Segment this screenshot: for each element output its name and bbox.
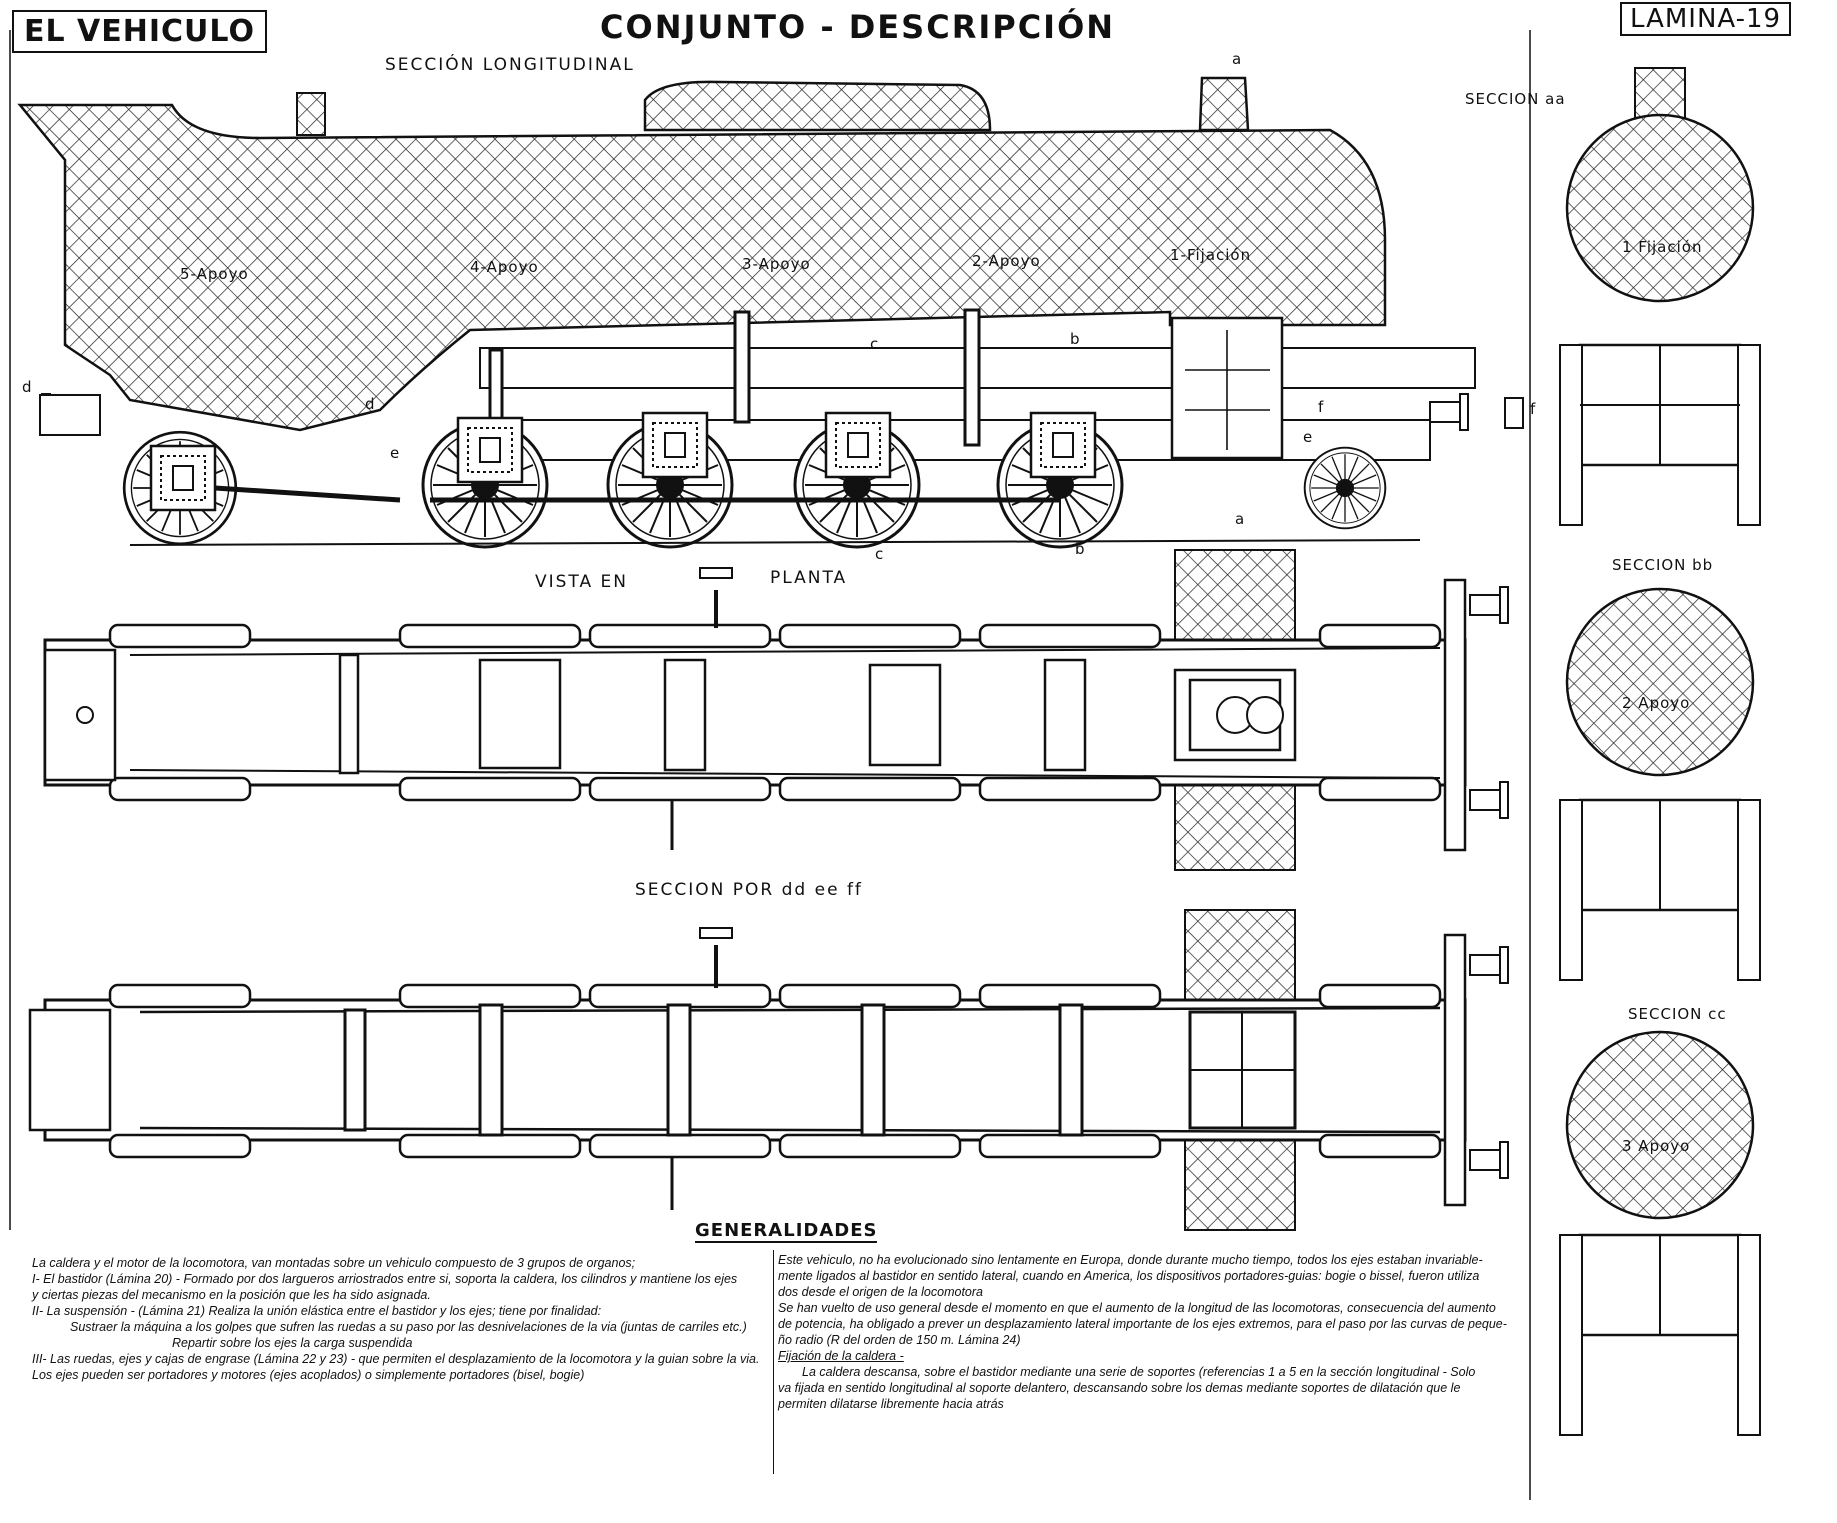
text-line: Este vehiculo, no ha evolucionado sino l… bbox=[778, 1253, 1483, 1267]
cut-mark-d-left: d bbox=[22, 378, 33, 396]
label-section-ddeeff: SECCION POR dd ee ff bbox=[635, 880, 863, 900]
label-section-aa: SECCION aa bbox=[1465, 90, 1566, 108]
sheet-title: EL VEHICULO bbox=[12, 10, 267, 53]
cut-mark-e: e bbox=[390, 444, 401, 462]
text-line: permiten dilatarse libremente hacia atrá… bbox=[778, 1397, 1004, 1411]
label-plan-a: VISTA EN bbox=[535, 572, 628, 592]
text-line: Repartir sobre los ejes la carga suspend… bbox=[172, 1336, 413, 1350]
cut-mark-c-top: c bbox=[870, 335, 880, 353]
cross-sections bbox=[1559, 67, 1761, 1436]
text-line: mente ligados al bastidor en sentido lat… bbox=[778, 1269, 1480, 1283]
cut-mark-a-bottom: a bbox=[1235, 510, 1246, 528]
text-line: III- Las ruedas, ejes y cajas de engrase… bbox=[32, 1352, 760, 1366]
cut-mark-b-top: b bbox=[1070, 330, 1081, 348]
section-bb-support-label: 2 Apoyo bbox=[1622, 694, 1691, 712]
support-1-label: 1-Fijación bbox=[1170, 246, 1252, 264]
longitudinal-section bbox=[17, 76, 1524, 549]
support-5-label: 5-Apoyo bbox=[180, 265, 249, 283]
support-2-label: 2-Apoyo bbox=[972, 252, 1041, 270]
generalidades-right-column: Este vehiculo, no ha evolucionado sino l… bbox=[778, 1252, 1507, 1412]
label-longitudinal: SECCIÓN LONGITUDINAL bbox=[385, 55, 635, 75]
text-line: Los ejes pueden ser portadores y motores… bbox=[32, 1368, 585, 1382]
support-3-label: 3-Apoyo bbox=[742, 255, 811, 273]
generalidades-left-column: La caldera y el motor de la locomotora, … bbox=[32, 1255, 759, 1383]
plate-number: LAMINA-19 bbox=[1620, 2, 1792, 36]
cut-mark-e-front: e bbox=[1303, 428, 1314, 446]
text-line: Sustraer la máquina a los golpes que suf… bbox=[70, 1320, 747, 1334]
cut-mark-f-right: f bbox=[1530, 400, 1537, 418]
text-line: de potencia, ha obligado a prever un des… bbox=[778, 1317, 1507, 1331]
cut-mark-f-left: f bbox=[1318, 398, 1325, 416]
section-aa-support-label: 1 Fijación bbox=[1622, 238, 1703, 256]
text-line: II- La suspensión - (Lámina 21) Realiza … bbox=[32, 1304, 602, 1318]
main-title: CONJUNTO - DESCRIPCIÓN bbox=[600, 8, 1116, 46]
column-divider bbox=[773, 1250, 774, 1474]
label-plan-b: PLANTA bbox=[770, 568, 848, 588]
text-line: La caldera descansa, sobre el bastidor m… bbox=[802, 1365, 1476, 1379]
text-line: ño radio (R del orden de 150 m. Lámina 2… bbox=[778, 1333, 1021, 1347]
text-line: dos desde el origen de la locomotora bbox=[778, 1285, 983, 1299]
text-line: Se han vuelto de uso general desde el mo… bbox=[778, 1301, 1496, 1315]
text-line: I- El bastidor (Lámina 20) - Formado por… bbox=[32, 1272, 738, 1286]
support-4-label: 4-Apoyo bbox=[470, 258, 539, 276]
label-section-cc: SECCION cc bbox=[1628, 1005, 1727, 1023]
text-line: va fijada en sentido longitudinal al sop… bbox=[778, 1381, 1461, 1395]
cut-mark-c-bottom: c bbox=[875, 545, 885, 563]
cut-mark-a-top: a bbox=[1232, 50, 1243, 68]
text-line: Fijación de la caldera - bbox=[778, 1349, 904, 1363]
generalidades-title: GENERALIDADES bbox=[695, 1220, 878, 1243]
label-section-bb: SECCION bb bbox=[1612, 556, 1714, 574]
cut-mark-b-bottom: b bbox=[1075, 540, 1086, 558]
section-dd-ee-ff bbox=[28, 909, 1509, 1231]
section-cc-support-label: 3 Apoyo bbox=[1622, 1137, 1691, 1155]
cut-mark-d-mid: d bbox=[365, 395, 376, 413]
text-line: y ciertas piezas del mecanismo en la pos… bbox=[32, 1288, 431, 1302]
text-line: La caldera y el motor de la locomotora, … bbox=[32, 1256, 636, 1270]
plan-view bbox=[43, 549, 1509, 871]
